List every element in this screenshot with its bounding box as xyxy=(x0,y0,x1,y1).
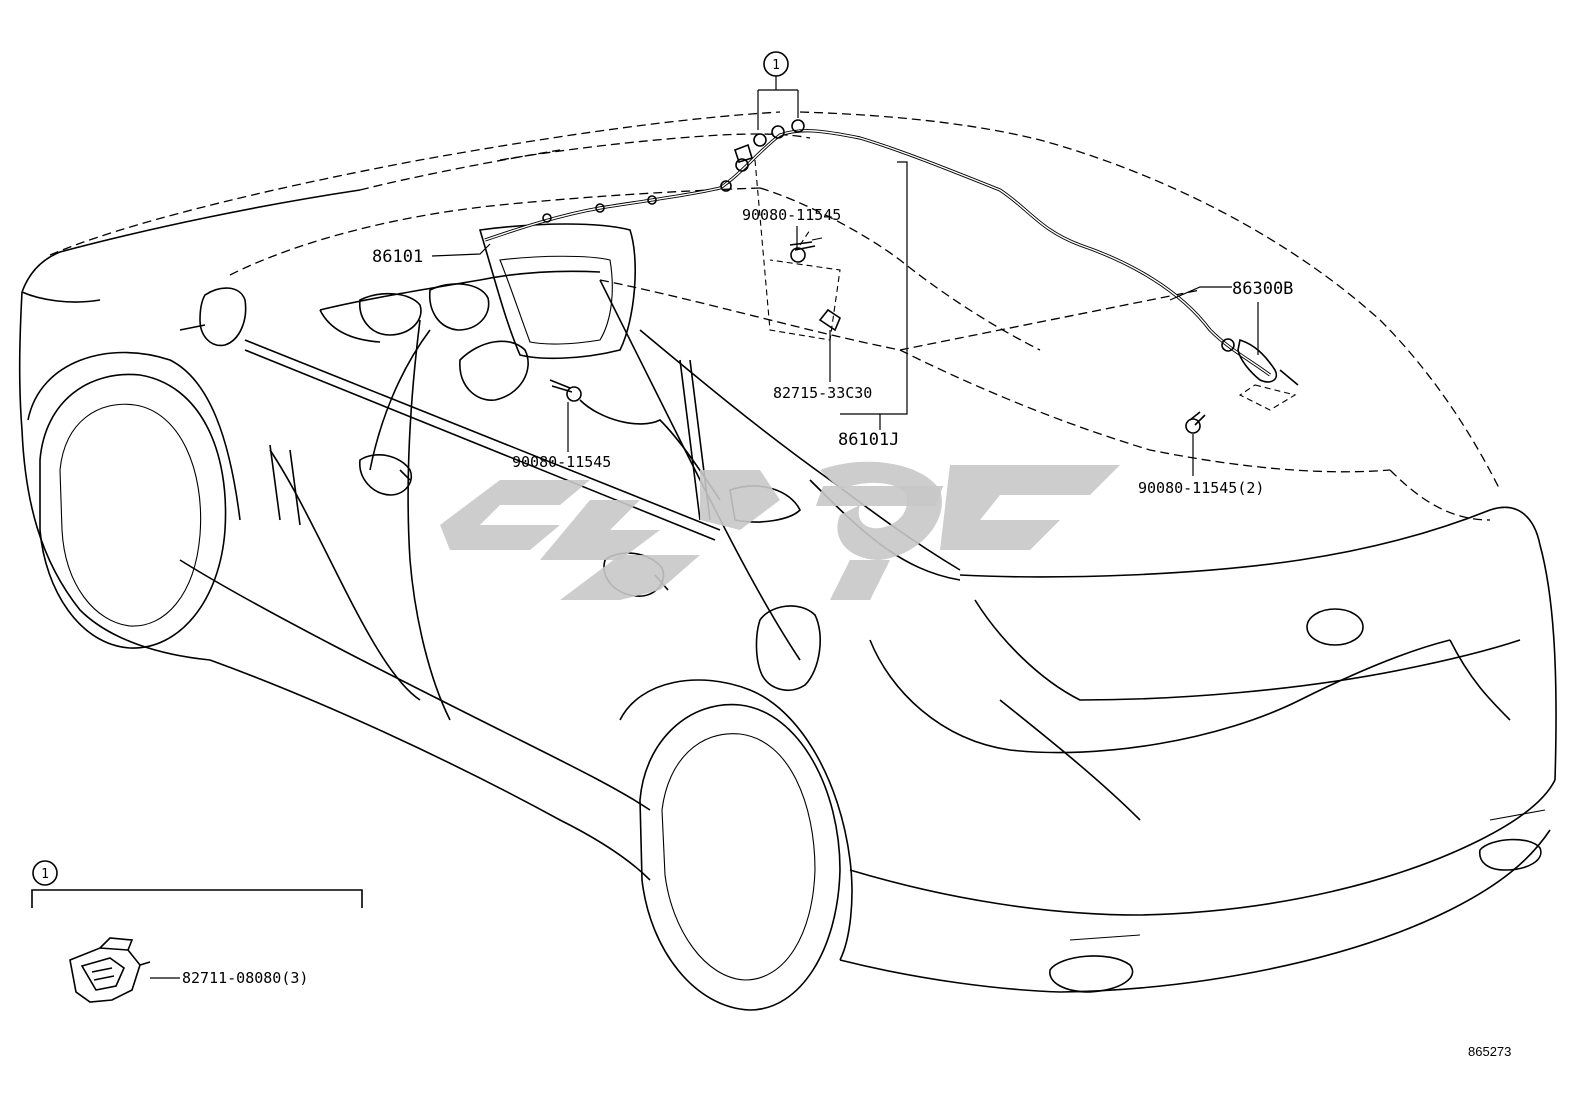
antenna-cord xyxy=(484,129,1299,386)
car-body-outline xyxy=(18,111,1557,1011)
callout-82715: 82715-33C30 xyxy=(773,330,872,402)
clamp-group-top: 1 xyxy=(753,51,805,147)
callout-86101: 86101 xyxy=(372,243,491,267)
bolt-dash xyxy=(549,379,582,402)
detail-ref-label-top: 1 xyxy=(772,58,780,73)
detail-ref-marker-inset xyxy=(32,860,58,886)
callout-90080-top: 90080-11545 xyxy=(742,206,841,250)
detail-ref-label-inset: 1 xyxy=(41,867,49,882)
label-90080-top: 90080-11545 xyxy=(742,206,841,224)
callout-90080-right: 90080-11545(2) xyxy=(1138,434,1264,497)
label-86101j: 86101J xyxy=(838,430,899,450)
callout-90080-mid: 90080-11545 xyxy=(512,402,611,471)
label-90080-right: 90080-11545(2) xyxy=(1138,479,1264,497)
bolt-center xyxy=(789,237,823,263)
brand-watermark xyxy=(440,461,1120,600)
label-86101: 86101 xyxy=(372,247,423,267)
label-82711: 82711-08080(3) xyxy=(182,969,308,987)
bolt-rear xyxy=(1185,384,1297,434)
callout-86101j: 86101J xyxy=(838,161,908,450)
callout-86300b: 86300B xyxy=(1169,279,1293,355)
clip-82715 xyxy=(818,308,841,332)
label-82715: 82715-33C30 xyxy=(773,384,872,402)
label-86300b: 86300B xyxy=(1232,279,1293,299)
clamp-82711-icon xyxy=(69,937,151,1003)
diagram-id-label: 865273 xyxy=(1468,1044,1511,1059)
label-90080-mid: 90080-11545 xyxy=(512,453,611,471)
inset-detail-1: 1 82711-08080(3) xyxy=(31,860,363,1003)
